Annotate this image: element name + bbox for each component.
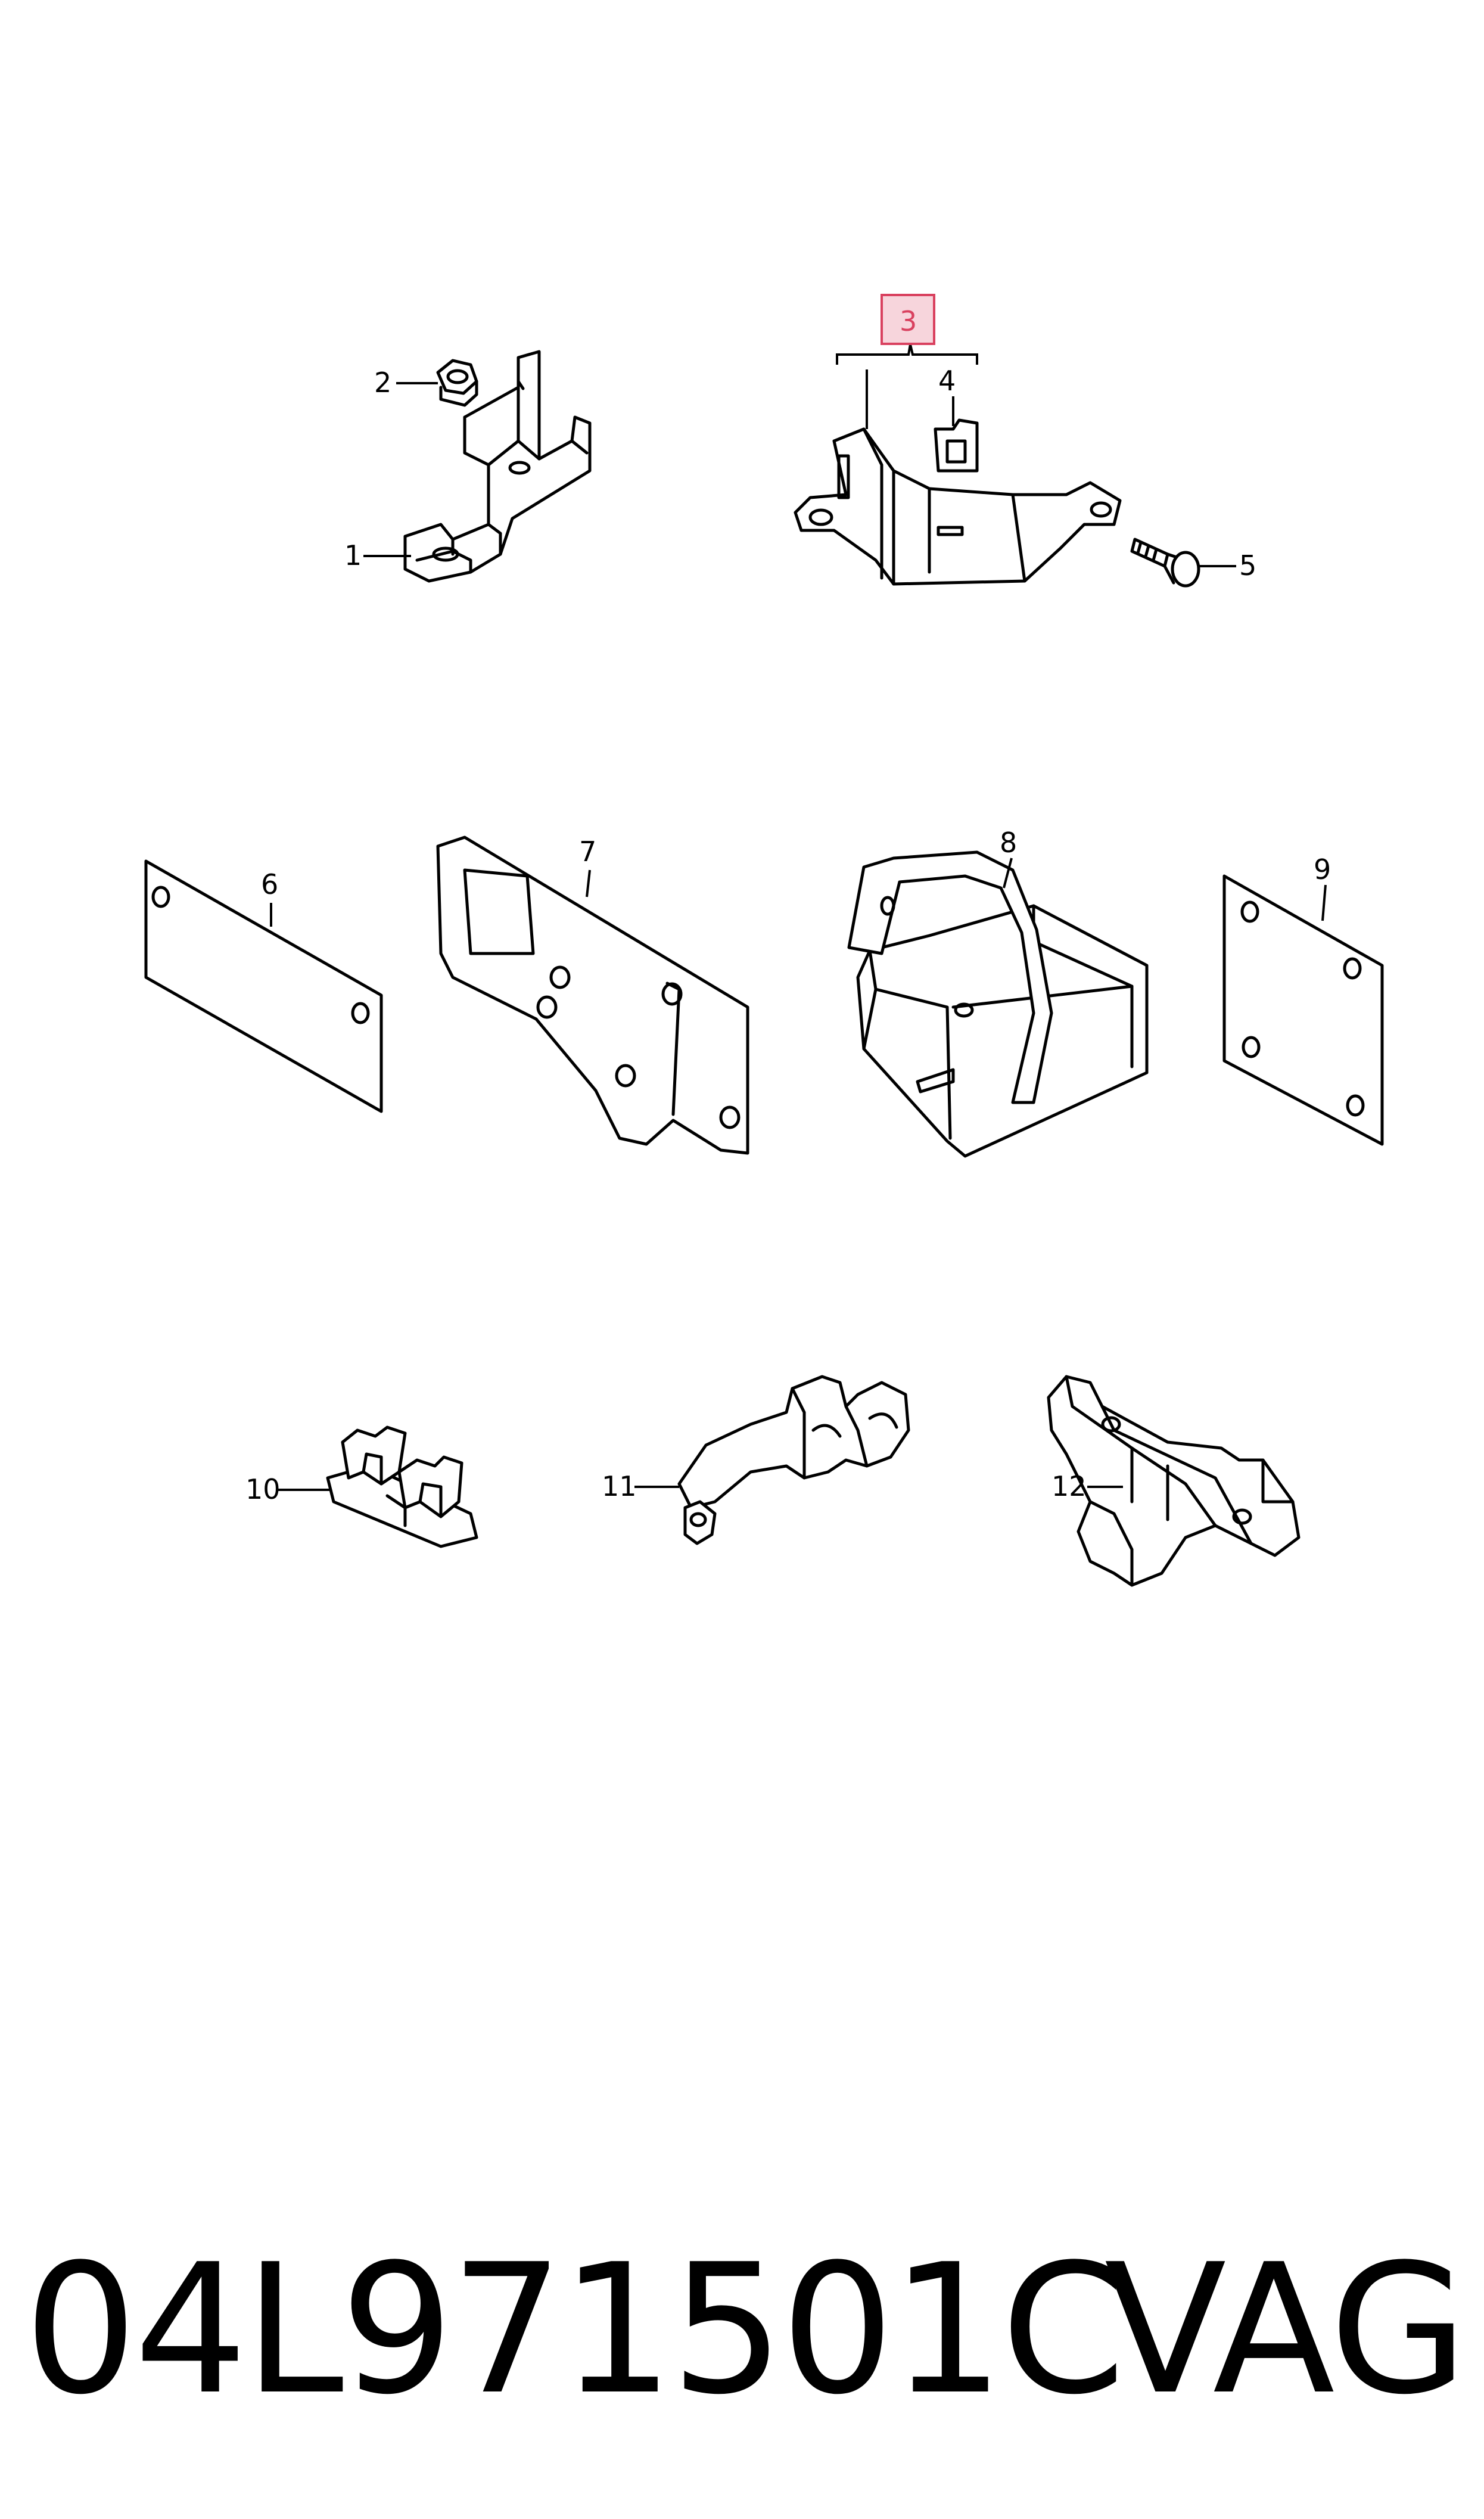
part-3-bracket-assembly <box>794 427 1122 586</box>
part-2-nut <box>436 359 478 407</box>
part-8-box-tray <box>856 904 1149 1158</box>
callout-6: 6 <box>261 868 278 900</box>
part-number: 04L971501C <box>24 2226 1126 2434</box>
brand-name: VAG <box>1104 2226 1468 2434</box>
part-11-pipe-clip <box>677 1375 910 1545</box>
part-9-square-plate <box>1222 874 1384 1146</box>
part-10-clip <box>326 1425 478 1548</box>
callout-3-highlight <box>881 294 935 345</box>
part-4-clip <box>934 418 979 473</box>
part-7-shaped-plate <box>436 835 749 1155</box>
part-6-plate <box>144 859 383 1113</box>
callout-7: 7 <box>579 835 596 868</box>
callout-4: 4 <box>938 365 956 397</box>
callout-11: 11 <box>602 1470 637 1502</box>
part-1-bracket <box>403 350 592 583</box>
part-12-holder <box>1047 1375 1301 1587</box>
callout-2: 2 <box>374 366 391 399</box>
callout-5: 5 <box>1239 549 1256 582</box>
footer: 04L971501C VAG <box>24 2205 1468 2455</box>
part-8-strap <box>847 850 1053 1104</box>
callout-9: 9 <box>1314 853 1331 886</box>
part-5-bolt <box>1130 538 1200 588</box>
callout-10: 10 <box>245 1473 281 1505</box>
callout-1: 1 <box>344 539 362 571</box>
callout-3: 3 <box>900 305 917 337</box>
callout-12: 12 <box>1051 1470 1087 1502</box>
callout-8: 8 <box>1000 827 1017 859</box>
